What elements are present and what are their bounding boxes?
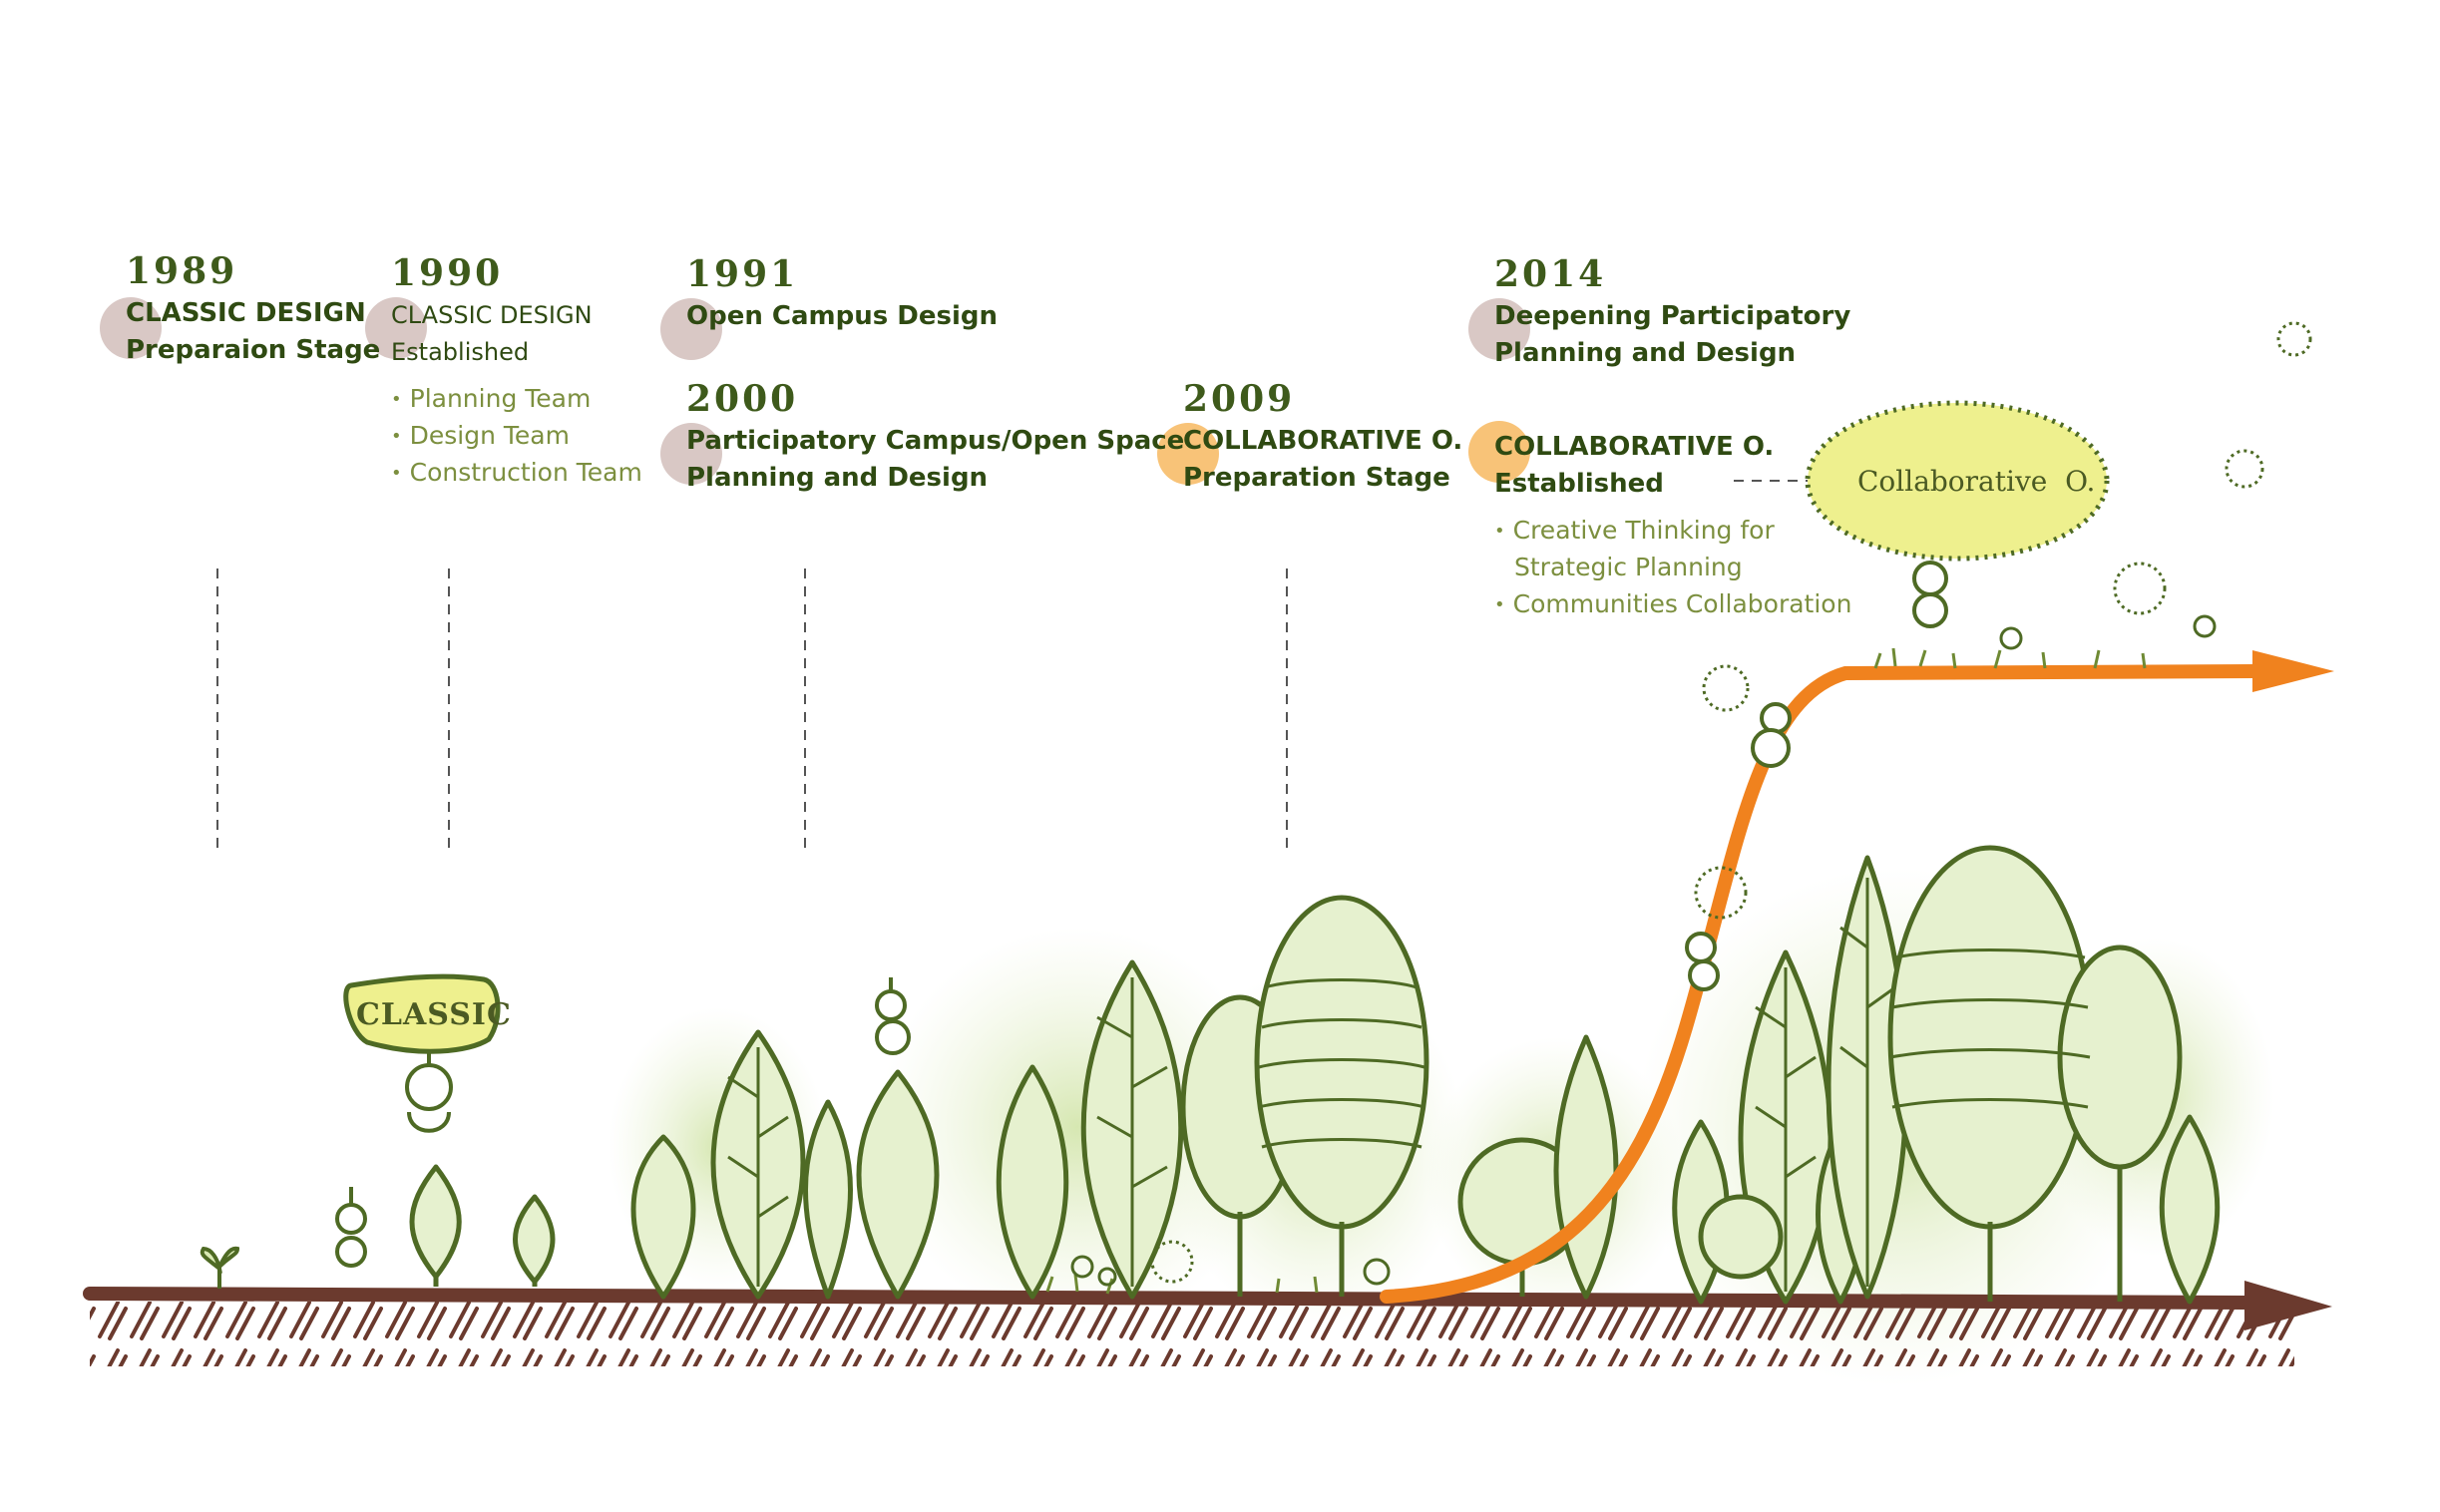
- event-year: 2000: [686, 378, 799, 420]
- bullet-item: Design Team: [391, 418, 642, 455]
- event-2014: 2014 Deepening Participatory Planning an…: [1468, 253, 1851, 372]
- tree-details: [727, 878, 2091, 1292]
- event-title-line: CLASSIC DESIGN: [126, 298, 366, 328]
- event-title-line: Participatory Campus/Open Space: [686, 426, 1185, 456]
- collaborative-badge-label: Collaborative O.: [1857, 465, 2096, 498]
- classic-badge-label: CLASSIC: [356, 997, 512, 1032]
- event-collaborative-established: COLLABORATIVE O. Established Creative Th…: [1468, 421, 1852, 623]
- event-title-line: Preparaion Stage: [126, 335, 381, 365]
- event-title-line: Open Campus Design: [686, 301, 998, 331]
- event-title-line: Established: [1494, 469, 1664, 499]
- event-marker-dot: [660, 423, 722, 485]
- grass: [1045, 647, 2147, 1295]
- event-title-line: Preparation Stage: [1183, 463, 1450, 493]
- event-year: 2014: [1494, 253, 1607, 295]
- seedling-icon: [200, 1246, 240, 1289]
- event-title-line: Established: [391, 338, 530, 366]
- event-1991: 1991 Open Campus Design: [660, 253, 998, 360]
- event-title-line: COLLABORATIVE O.: [1494, 432, 1775, 462]
- event-year: 1990: [391, 252, 504, 294]
- bullet-item: Strategic Planning: [1514, 553, 1743, 581]
- event-title-line: Deepening Participatory: [1494, 301, 1851, 331]
- event-title-line: CLASSIC DESIGN: [391, 301, 593, 329]
- event-marker-dot: [1468, 421, 1530, 483]
- event-title-line: Planning and Design: [1494, 338, 1797, 368]
- event-2009: 2009 COLLABORATIVE O. Preparation Stage: [1157, 378, 1463, 497]
- bullet-item: Planning Team: [391, 381, 642, 418]
- bullet-item: Communities Collaboration: [1494, 586, 1852, 623]
- event-title-line: Planning and Design: [686, 463, 989, 493]
- flower-group: [1070, 614, 2217, 1287]
- ground-axis: [83, 1281, 2332, 1366]
- event-1990: 1990 CLASSIC DESIGN Established Planning…: [365, 252, 642, 492]
- event-bullet-list: Planning Team Design Team Construction T…: [391, 381, 642, 492]
- event-marker-dot: [365, 297, 427, 359]
- event-year: 1991: [686, 253, 799, 295]
- event-marker-dot: [1157, 423, 1219, 485]
- event-marker-dot: [1468, 298, 1530, 360]
- event-title-line: COLLABORATIVE O.: [1183, 426, 1463, 456]
- event-2000: 2000 Participatory Campus/Open Space Pla…: [660, 378, 1185, 497]
- event-year: 1989: [126, 250, 238, 292]
- dandelion-group: [1150, 321, 2312, 1284]
- event-bullet-list: Creative Thinking for Strategic Planning…: [1494, 513, 1852, 623]
- collaborative-badge: [1805, 400, 2110, 562]
- classic-badge: [343, 973, 501, 1054]
- bullet-item: Creative Thinking for: [1494, 513, 1851, 550]
- bullet-item: Construction Team: [391, 455, 642, 492]
- event-year: 2009: [1183, 378, 1296, 420]
- event-marker-dot: [660, 298, 722, 360]
- sprout-figure-group: [335, 561, 1948, 1268]
- timeline-guides: [216, 480, 1816, 848]
- event-1989: 1989 CLASSIC DESIGN Preparaion Stage: [100, 250, 381, 369]
- event-marker-dot: [100, 297, 162, 359]
